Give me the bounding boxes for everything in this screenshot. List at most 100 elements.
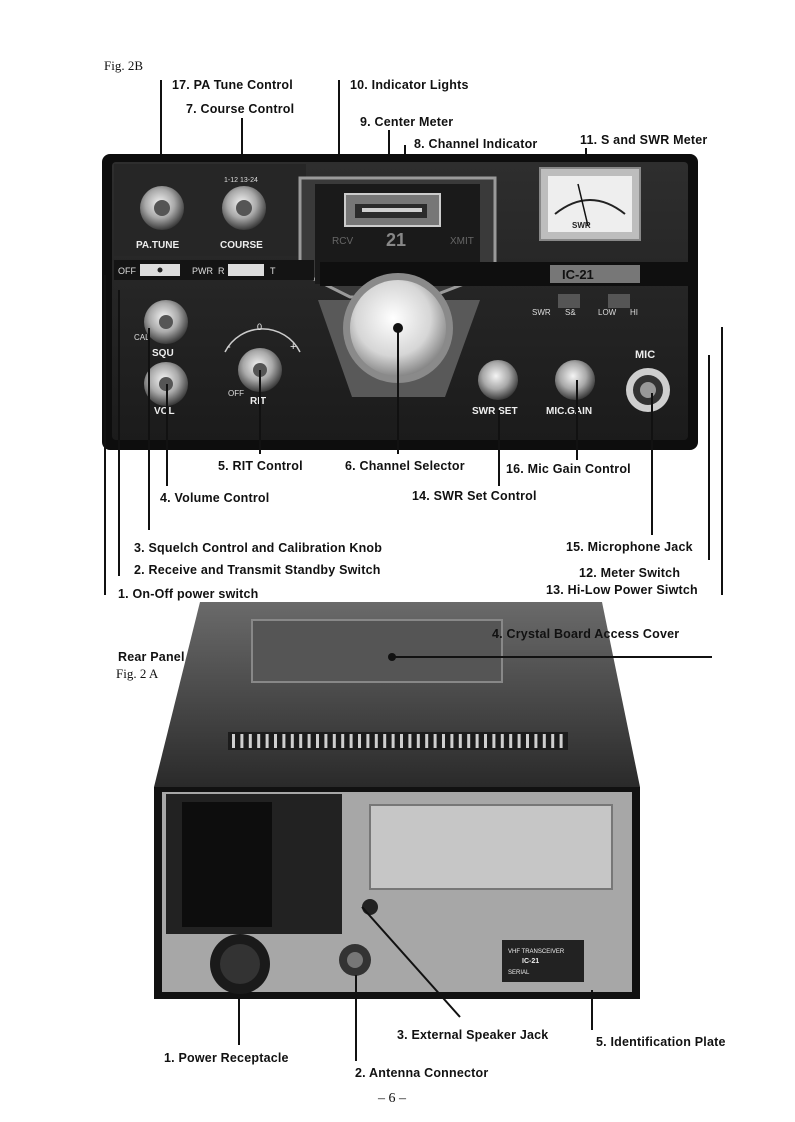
rear-panel-title: Rear Panel [118,650,185,664]
mic-gain-text: MIC.GAIN [546,406,592,417]
vent-slot [542,734,546,748]
plate-line3: SERIAL [508,970,530,976]
vent-slot [500,734,504,748]
off-text: OFF [118,266,136,276]
rcv-text: RCV [332,236,353,247]
label-course: 7. Course Control [186,102,295,116]
vent-slot [517,734,521,748]
vent-slot [332,734,336,748]
vent-slot [391,734,395,748]
leader-power-receptacle [238,995,240,1045]
vent-slot [383,734,387,748]
vent-slot [442,734,445,748]
leader-rit [259,370,261,454]
vent-slot [475,734,479,748]
label-hi-low: 13. Hi-Low Power Siwtch [546,583,698,597]
page-number: – 6 – [378,1091,406,1106]
leader-mic-gain [576,380,578,460]
vent-slot [248,734,252,748]
label-rit: 5. RIT Control [218,459,303,473]
channel-number: 21 [386,230,406,250]
vent-slot [290,734,294,748]
vent-slot [450,734,454,748]
leader-indicator-lights [338,80,340,192]
low-text: LOW [598,308,617,317]
leader-meter-switch [708,355,710,560]
vent-slot [366,734,370,748]
vol-text: VOL [154,406,175,417]
plate-line2: IC-21 [522,958,539,965]
leader-id-plate [591,990,593,1030]
leader-on-off [104,275,106,595]
leader-hi-low [721,327,723,595]
vent-slot [240,734,244,748]
label-indicator-lights: 10. Indicator Lights [350,78,469,92]
model-badge: IC-21 [562,267,594,282]
label-speaker-jack: 3. External Speaker Jack [397,1028,549,1042]
rear-panel-photo: VHF TRANSCEIVER IC-21 SERIAL [154,602,640,999]
vent-slot [316,734,319,748]
xmit-text: XMIT [450,236,474,247]
leader-pa-tune [160,80,162,200]
leader-swr-set [498,410,500,486]
label-center-meter: 9. Center Meter [360,115,454,129]
vent-slot [425,734,429,748]
vent-slot [299,734,303,748]
label-standby: 2. Receive and Transmit Standby Switch [134,563,381,577]
fig-2b-caption: Fig. 2B [104,58,144,73]
label-meter-switch: 12. Meter Switch [579,566,681,580]
label-power-receptacle: 1. Power Receptacle [164,1051,289,1065]
vent-slot [534,734,538,748]
vent-slot [282,734,286,748]
pwr-text: PWR [192,266,213,276]
cal-text: CAL [134,333,150,342]
leader-speaker-jack [361,906,461,1018]
swr-set-text: SWR SET [472,406,518,417]
leader-crystal-cover [392,656,712,658]
label-swr-set: 14. SWR Set Control [412,489,537,503]
vent-slot [232,734,235,748]
vent-slot [341,734,345,748]
label-mic-gain: 16. Mic Gain Control [506,462,631,476]
leader-volume [166,384,168,486]
vent-slot [458,734,462,748]
leader-channel-selector [397,326,399,454]
label-volume: 4. Volume Control [160,491,270,505]
vent-slot [509,734,513,748]
label-channel-indicator: 8. Channel Indicator [414,137,538,151]
vent-slot [257,734,261,748]
squ-text: SQU [152,348,174,359]
swr-switch-text: SWR [532,308,551,317]
rit-text: RIT [250,396,266,407]
vent-slot [307,734,311,748]
vent-slot [551,734,555,748]
vent-slot [358,734,361,748]
rit-zero: 0 [257,322,262,332]
leader-mic-jack [651,393,653,535]
pa-tune-text: PA.TUNE [136,240,179,251]
leader-squelch [148,328,150,530]
vent-slot [416,734,420,748]
label-antenna: 2. Antenna Connector [355,1066,489,1080]
s-and-text: S& [565,308,576,317]
vent-slot [559,734,563,748]
vent-slot [274,734,277,748]
mic-text: MIC [635,349,655,361]
meter-scale-text: SWR [572,221,591,230]
rit-minus: - [227,341,231,353]
course-range-text: 1-12 13-24 [224,177,258,184]
label-squelch: 3. Squelch Control and Calibration Knob [134,541,383,555]
vent-slot [484,734,487,748]
vent-slot [467,734,471,748]
leader-antenna [355,975,357,1061]
label-pa-tune: 17. PA Tune Control [172,78,293,92]
vent-slot [492,734,496,748]
course-text: COURSE [220,240,263,251]
vent-slot [374,734,378,748]
leader-standby [118,290,120,576]
vent-slot [433,734,437,748]
vent-slot [265,734,269,748]
label-mic-jack: 15. Microphone Jack [566,540,693,554]
label-channel-selector: 6. Channel Selector [345,459,465,473]
label-crystal-cover: 4. Crystal Board Access Cover [492,627,680,641]
